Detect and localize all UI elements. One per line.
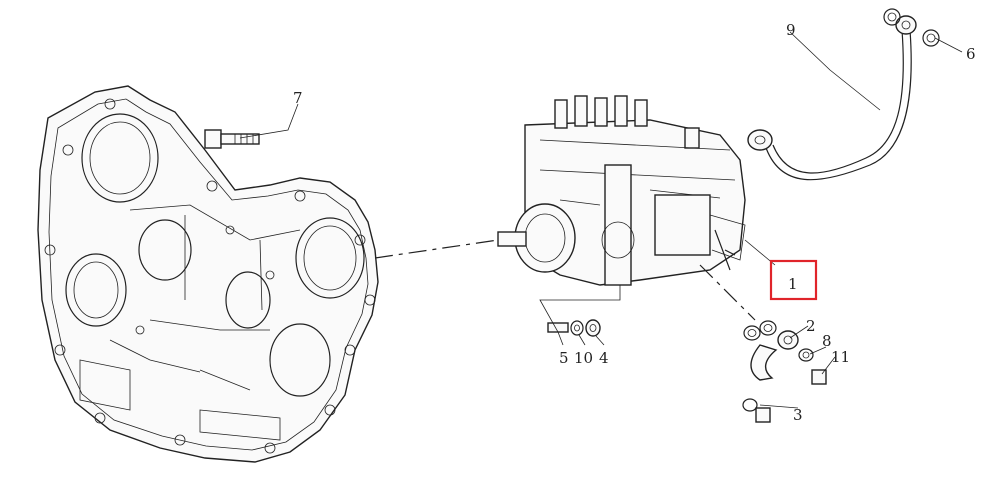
- fuel-pipe-9: [747, 15, 917, 181]
- injection-pump: [497, 95, 746, 286]
- assembly-line-pump-fitting: [699, 264, 756, 321]
- bolt-7: [204, 129, 260, 149]
- callout-5: 5: [559, 349, 569, 367]
- callout-9: 9: [786, 21, 796, 39]
- leader-lines: [239, 31, 963, 409]
- callout-1: 1: [788, 275, 798, 293]
- callout-7: 7: [293, 89, 303, 107]
- assembly-line-cover-pump: [374, 239, 499, 259]
- gear-cover-housing: [37, 85, 379, 463]
- callout-4: 4: [599, 349, 609, 367]
- parts-5-10-4: [547, 319, 601, 337]
- callout-11: 11: [831, 348, 850, 366]
- highlight-box: [769, 259, 818, 301]
- callout-8: 8: [822, 332, 832, 350]
- callout-3: 3: [793, 406, 803, 424]
- callout-10: 10: [574, 349, 593, 367]
- callout-2: 2: [806, 317, 816, 335]
- callout-6: 6: [966, 45, 976, 63]
- parts-2-8-11-3: [742, 320, 827, 423]
